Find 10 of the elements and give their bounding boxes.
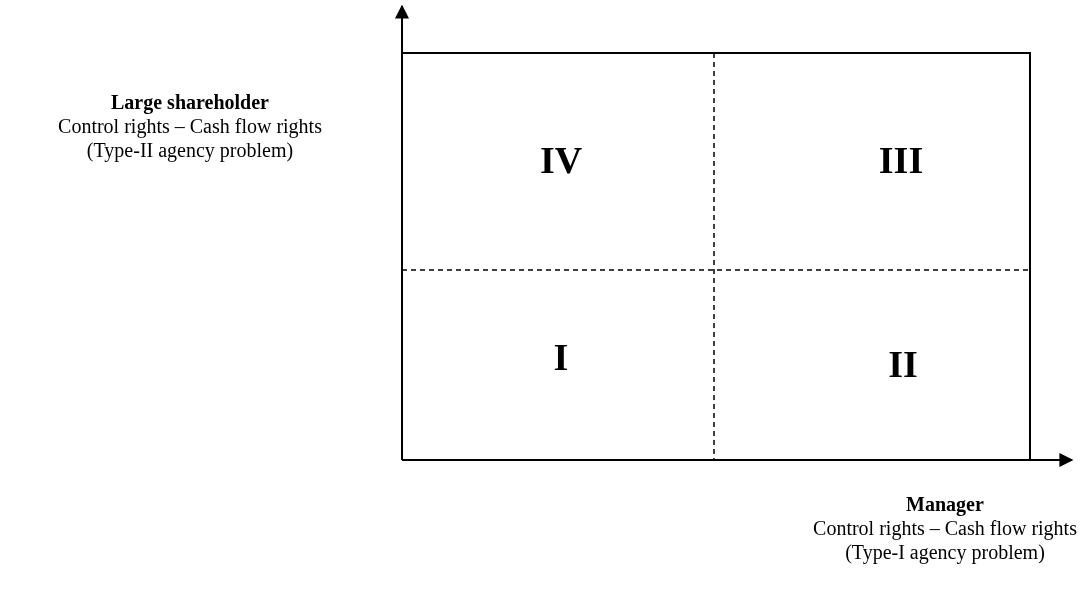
axis-description: Control rights – Cash flow rights (57, 114, 323, 138)
axis-description: (Type-I agency problem) (844, 540, 1046, 564)
axis-title: Large shareholder (110, 90, 270, 114)
axis-title: Manager (905, 492, 985, 516)
quadrant-number: II (888, 342, 918, 386)
quadrant-number: I (553, 335, 569, 379)
quadrant-number: III (878, 138, 924, 182)
quadrant-number: IV (539, 138, 583, 182)
axis-description: (Type-II agency problem) (85, 138, 295, 162)
axis-description: Control rights – Cash flow rights (812, 516, 1078, 540)
